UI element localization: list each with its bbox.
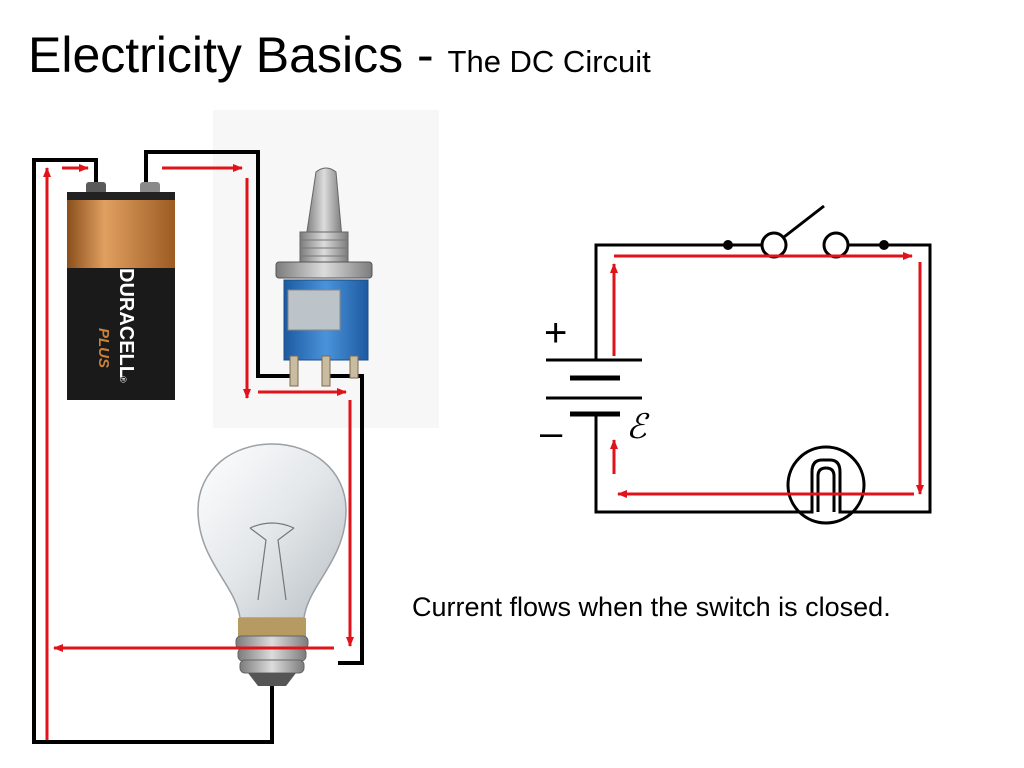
schematic-wires — [594, 243, 932, 514]
light-bulb — [197, 443, 347, 686]
battery-terminal-negative — [86, 182, 106, 194]
bulb-screw-base — [235, 635, 309, 674]
toggle-rating-plate — [287, 289, 341, 331]
battery-terminal-positive — [140, 182, 160, 194]
battery-black-body — [67, 268, 175, 400]
bulb-filament — [249, 522, 295, 601]
toggle-threaded-bushing — [299, 231, 349, 267]
schematic-minus-sign: – — [540, 411, 563, 455]
lamp-filament — [760, 458, 893, 514]
title-subtitle: The DC Circuit — [447, 44, 651, 79]
emf-symbol: ℰ — [626, 407, 650, 447]
battery-9v: DURACELL ® PLUS — [67, 182, 175, 400]
battery-copper-top — [67, 200, 175, 270]
caption-text: Current flows when the switch is closed. — [412, 592, 891, 622]
bulb-tip — [248, 673, 296, 686]
bulb-glass — [197, 443, 347, 619]
physical-wires — [32, 150, 364, 744]
title-main: Electricity Basics - — [28, 27, 448, 83]
switch-blade — [783, 204, 825, 239]
toggle-nut — [275, 261, 373, 279]
wire-switch-to-bulb — [330, 374, 364, 665]
toggle-lever — [305, 167, 343, 239]
schematic-lamp — [760, 445, 893, 525]
bulb-neck — [238, 618, 306, 638]
schematic-switch — [723, 204, 889, 259]
lamp-circle — [786, 445, 866, 525]
slide-title: Electricity Basics - The DC Circuit — [28, 26, 651, 84]
schematic-current-arrows — [610, 252, 924, 498]
schematic-plus-sign: + — [544, 311, 567, 355]
schematic-battery — [546, 312, 642, 462]
toggle-switch — [275, 167, 373, 387]
wire-battery-negative-to-bulb — [32, 158, 274, 744]
wire-battery-positive-to-switch — [144, 150, 290, 378]
battery-brand-label: DURACELL — [115, 268, 137, 378]
physical-current-arrows — [43, 164, 354, 740]
battery-line-label: PLUS — [95, 328, 112, 368]
battery-trademark: ® — [118, 376, 128, 383]
